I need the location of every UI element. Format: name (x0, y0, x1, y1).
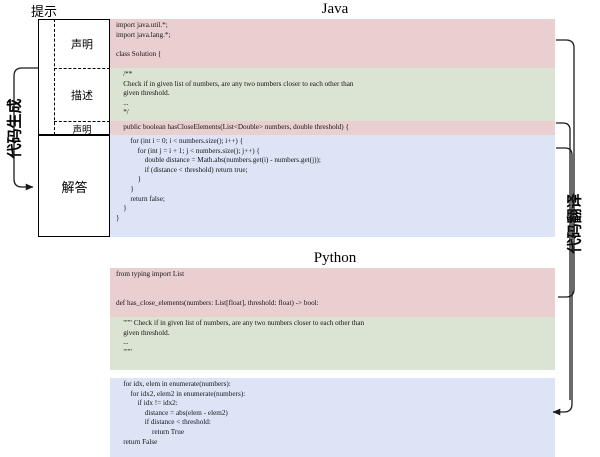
java-signature-block: public boolean hasCloseElements(List<Dou… (110, 121, 555, 135)
answer-box-right-edge (109, 135, 110, 237)
java-section-title: Java (321, 1, 349, 17)
code-translation-label: 代码翻译 (565, 193, 584, 254)
prompt-cell-declaration-signature: 声明 (54, 121, 110, 136)
python-description-block: """ Check if in given list of numbers, a… (110, 317, 555, 370)
prompt-label: 提示 (31, 5, 58, 20)
java-solution-block: for (int i = 0; i < numbers.size(); i++)… (110, 135, 555, 237)
python-solution-block: for idx, elem in enumerate(numbers): for… (110, 378, 555, 457)
prompt-inner-column (54, 19, 110, 135)
java-declaration-block: import java.util.*; import java.lang.*; … (110, 19, 555, 68)
python-declaration-block: from typing import List def has_close_el… (110, 268, 555, 317)
java-description-block: /** Check if in given list of numbers, a… (110, 68, 555, 121)
code-generation-label: 代码生成 (5, 98, 24, 159)
prompt-cell-description: 描述 (54, 68, 110, 121)
prompt-cell-declaration-top: 声明 (71, 37, 93, 51)
python-section-title: Python (313, 250, 357, 266)
prompt-box-right-edge (109, 19, 110, 135)
answer-box: 解答 (38, 135, 110, 237)
